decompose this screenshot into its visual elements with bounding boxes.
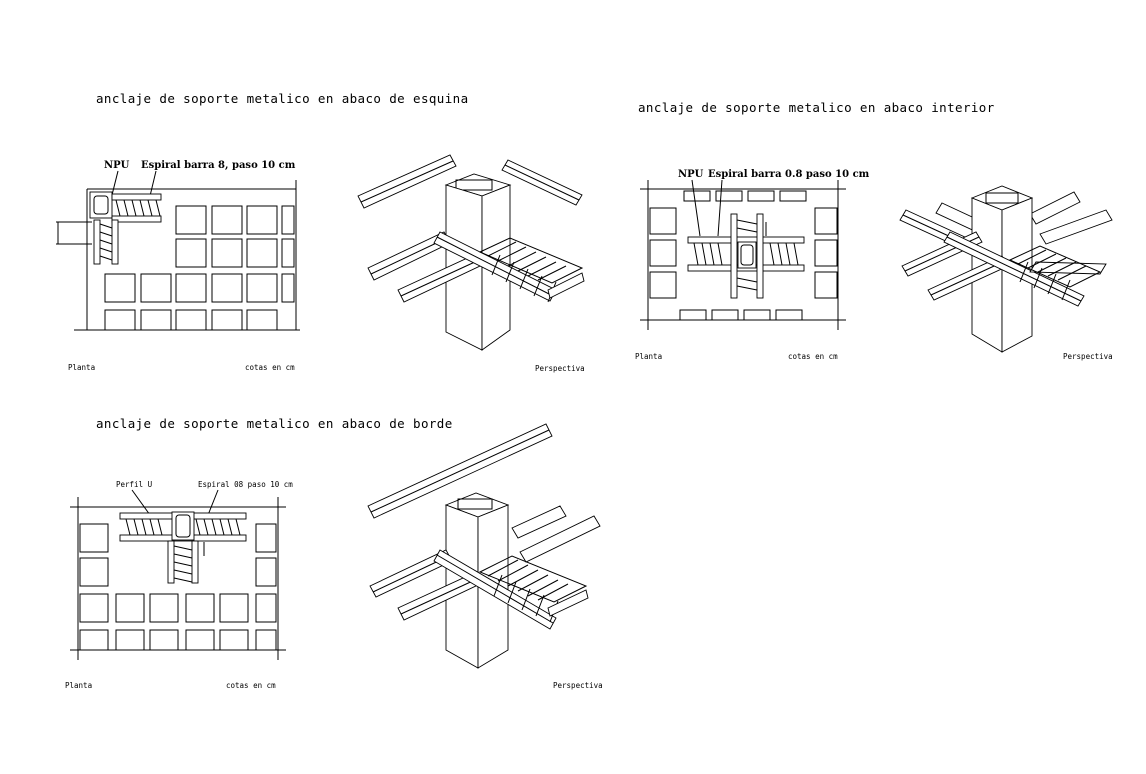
interior-perspective: Perspectiva xyxy=(899,185,1113,361)
edge-planta-label: Planta xyxy=(65,681,92,690)
edge-spiral-label: Espiral 08 paso 10 cm xyxy=(198,480,293,489)
edge-cotas-label: cotas en cm xyxy=(226,681,276,690)
corner-npu-label: NPU xyxy=(104,160,130,171)
section-interior: anclaje de soporte metalico en abaco int… xyxy=(635,100,1113,361)
corner-perspective: Perspectiva xyxy=(357,154,585,373)
corner-title: anclaje de soporte metalico en abaco de … xyxy=(96,91,469,106)
interior-npu-label: NPU xyxy=(678,169,704,180)
edge-plan: Perfil U Espiral 08 paso 10 cm xyxy=(65,480,293,690)
edge-perfil-label: Perfil U xyxy=(116,480,152,489)
corner-plan-grid xyxy=(104,205,295,331)
section-corner: anclaje de soporte metalico en abaco de … xyxy=(56,91,585,373)
corner-cotas-label: cotas en cm xyxy=(245,363,295,372)
edge-plan-grid xyxy=(79,523,277,651)
corner-perspectiva-label: Perspectiva xyxy=(535,364,585,373)
interior-title: anclaje de soporte metalico en abaco int… xyxy=(638,100,995,115)
edge-perspectiva-label: Perspectiva xyxy=(553,681,603,690)
interior-perspectiva-label: Perspectiva xyxy=(1063,352,1113,361)
corner-spiral-label: Espiral barra 8, paso 10 cm xyxy=(141,160,296,171)
corner-plan: NPU Espiral barra 8, paso 10 cm xyxy=(56,160,300,372)
interior-planta-label: Planta xyxy=(635,352,662,361)
interior-spiral-label: Espiral barra 0.8 paso 10 cm xyxy=(708,169,870,180)
edge-title: anclaje de soporte metalico en abaco de … xyxy=(96,416,453,431)
corner-planta-label: Planta xyxy=(68,363,95,372)
interior-plan: NPU Espiral barra 0.8 paso 10 cm xyxy=(635,169,870,361)
interior-cotas-label: cotas en cm xyxy=(788,352,838,361)
section-edge: anclaje de soporte metalico en abaco de … xyxy=(65,416,603,690)
edge-perspective: Perspectiva xyxy=(367,423,603,690)
interior-plan-grid xyxy=(649,190,838,321)
